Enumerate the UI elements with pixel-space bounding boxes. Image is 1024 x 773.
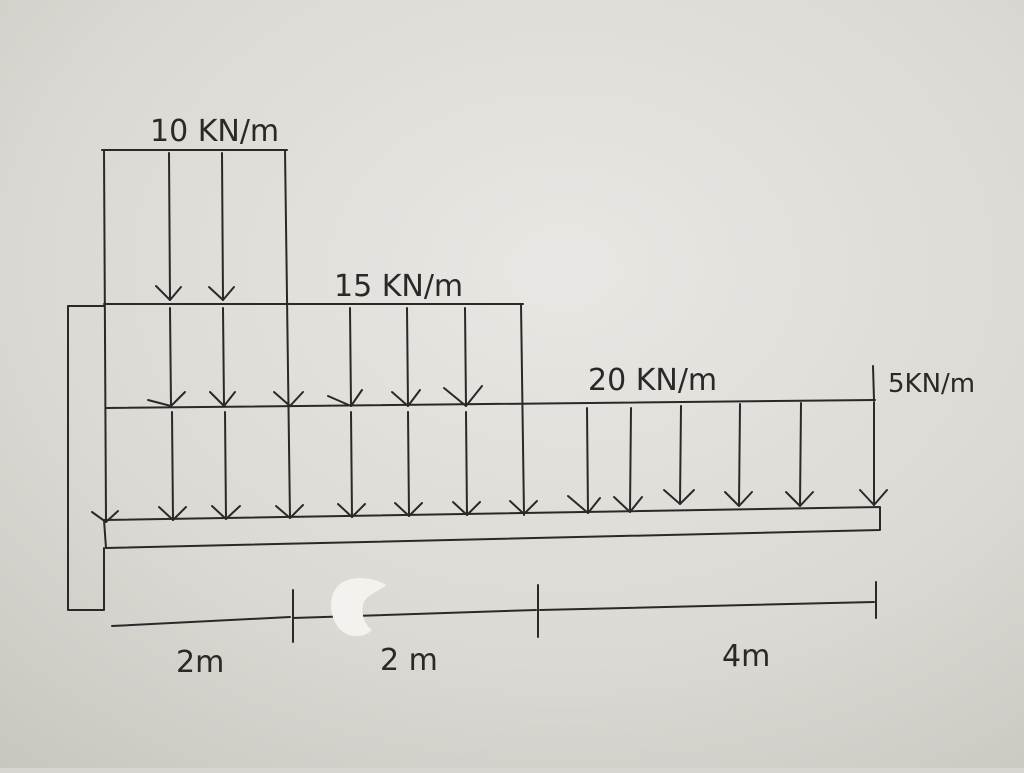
span-label-3: 4m [722, 639, 770, 674]
load-10-arrows [155, 152, 235, 301]
eraser-mark [331, 577, 386, 637]
wall-support [67, 305, 105, 611]
load-20-arrows [91, 401, 888, 523]
load-20-outline [105, 365, 876, 409]
load-10-outline [101, 149, 291, 523]
span-label-2: 2 m [380, 643, 438, 678]
load-15-outline [103, 303, 525, 516]
load-label-5: 5KN/m [888, 369, 975, 399]
load-label-15: 15 KN/m [334, 269, 463, 304]
load-label-10: 10 KN/m [150, 114, 279, 149]
beam [103, 506, 881, 549]
sketch [67, 149, 888, 643]
load-15-arrows [147, 307, 483, 407]
span-label-1: 2m [176, 645, 224, 680]
load-label-20: 20 KN/m [588, 363, 717, 398]
